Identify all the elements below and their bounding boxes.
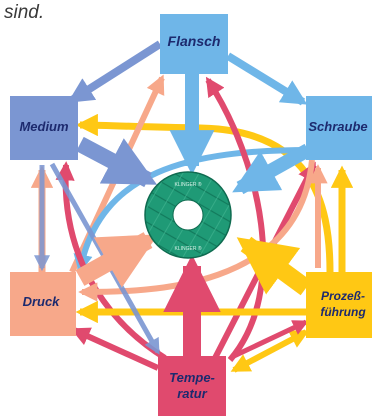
arrow-prozess-to-temperatur bbox=[230, 329, 310, 373]
gasket-ring-text: KLINGER ® bbox=[174, 181, 201, 188]
node-prozess-label-1: Prozeß- bbox=[321, 289, 365, 303]
node-flansch-label: Flansch bbox=[168, 33, 221, 49]
arrow-druck-to-gasket bbox=[75, 232, 159, 288]
arrow-prozess-to-medium bbox=[75, 113, 334, 273]
node-schraube: Schraube bbox=[306, 96, 372, 160]
node-druck-label: Druck bbox=[23, 294, 61, 309]
arrow-temperatur-to-prozess bbox=[232, 319, 309, 359]
node-temperatur: Tempe- ratur bbox=[158, 356, 226, 416]
node-temperatur-label-2: ratur bbox=[177, 386, 208, 401]
node-schraube-label: Schraube bbox=[308, 119, 367, 134]
node-prozessfuehrung: Prozeß- führung bbox=[306, 272, 372, 338]
node-flansch: Flansch bbox=[160, 14, 228, 74]
gasket-ring-text-lower: KLINGER ® bbox=[174, 245, 201, 252]
node-druck: Druck bbox=[10, 272, 76, 336]
arrow-druck-to-temperatur bbox=[70, 327, 160, 371]
node-medium: Medium bbox=[10, 96, 78, 160]
arrow-prozess-to-gasket bbox=[236, 236, 312, 296]
arrow-schraube-to-gasket bbox=[232, 143, 312, 195]
arrow-flansch-to-schraube bbox=[225, 52, 308, 106]
node-medium-label: Medium bbox=[19, 119, 69, 134]
intro-text: sind. bbox=[4, 2, 45, 23]
node-prozess-label-2: führung bbox=[320, 305, 366, 319]
node-temperatur-label-1: Tempe- bbox=[169, 370, 215, 385]
arrow-temperatur-to-flansch bbox=[205, 76, 267, 362]
gasket-ring: KLINGER ® KLINGER ® bbox=[144, 171, 232, 259]
arrow-flansch-to-medium bbox=[67, 40, 163, 104]
arrow-medium-to-gasket bbox=[76, 136, 158, 188]
